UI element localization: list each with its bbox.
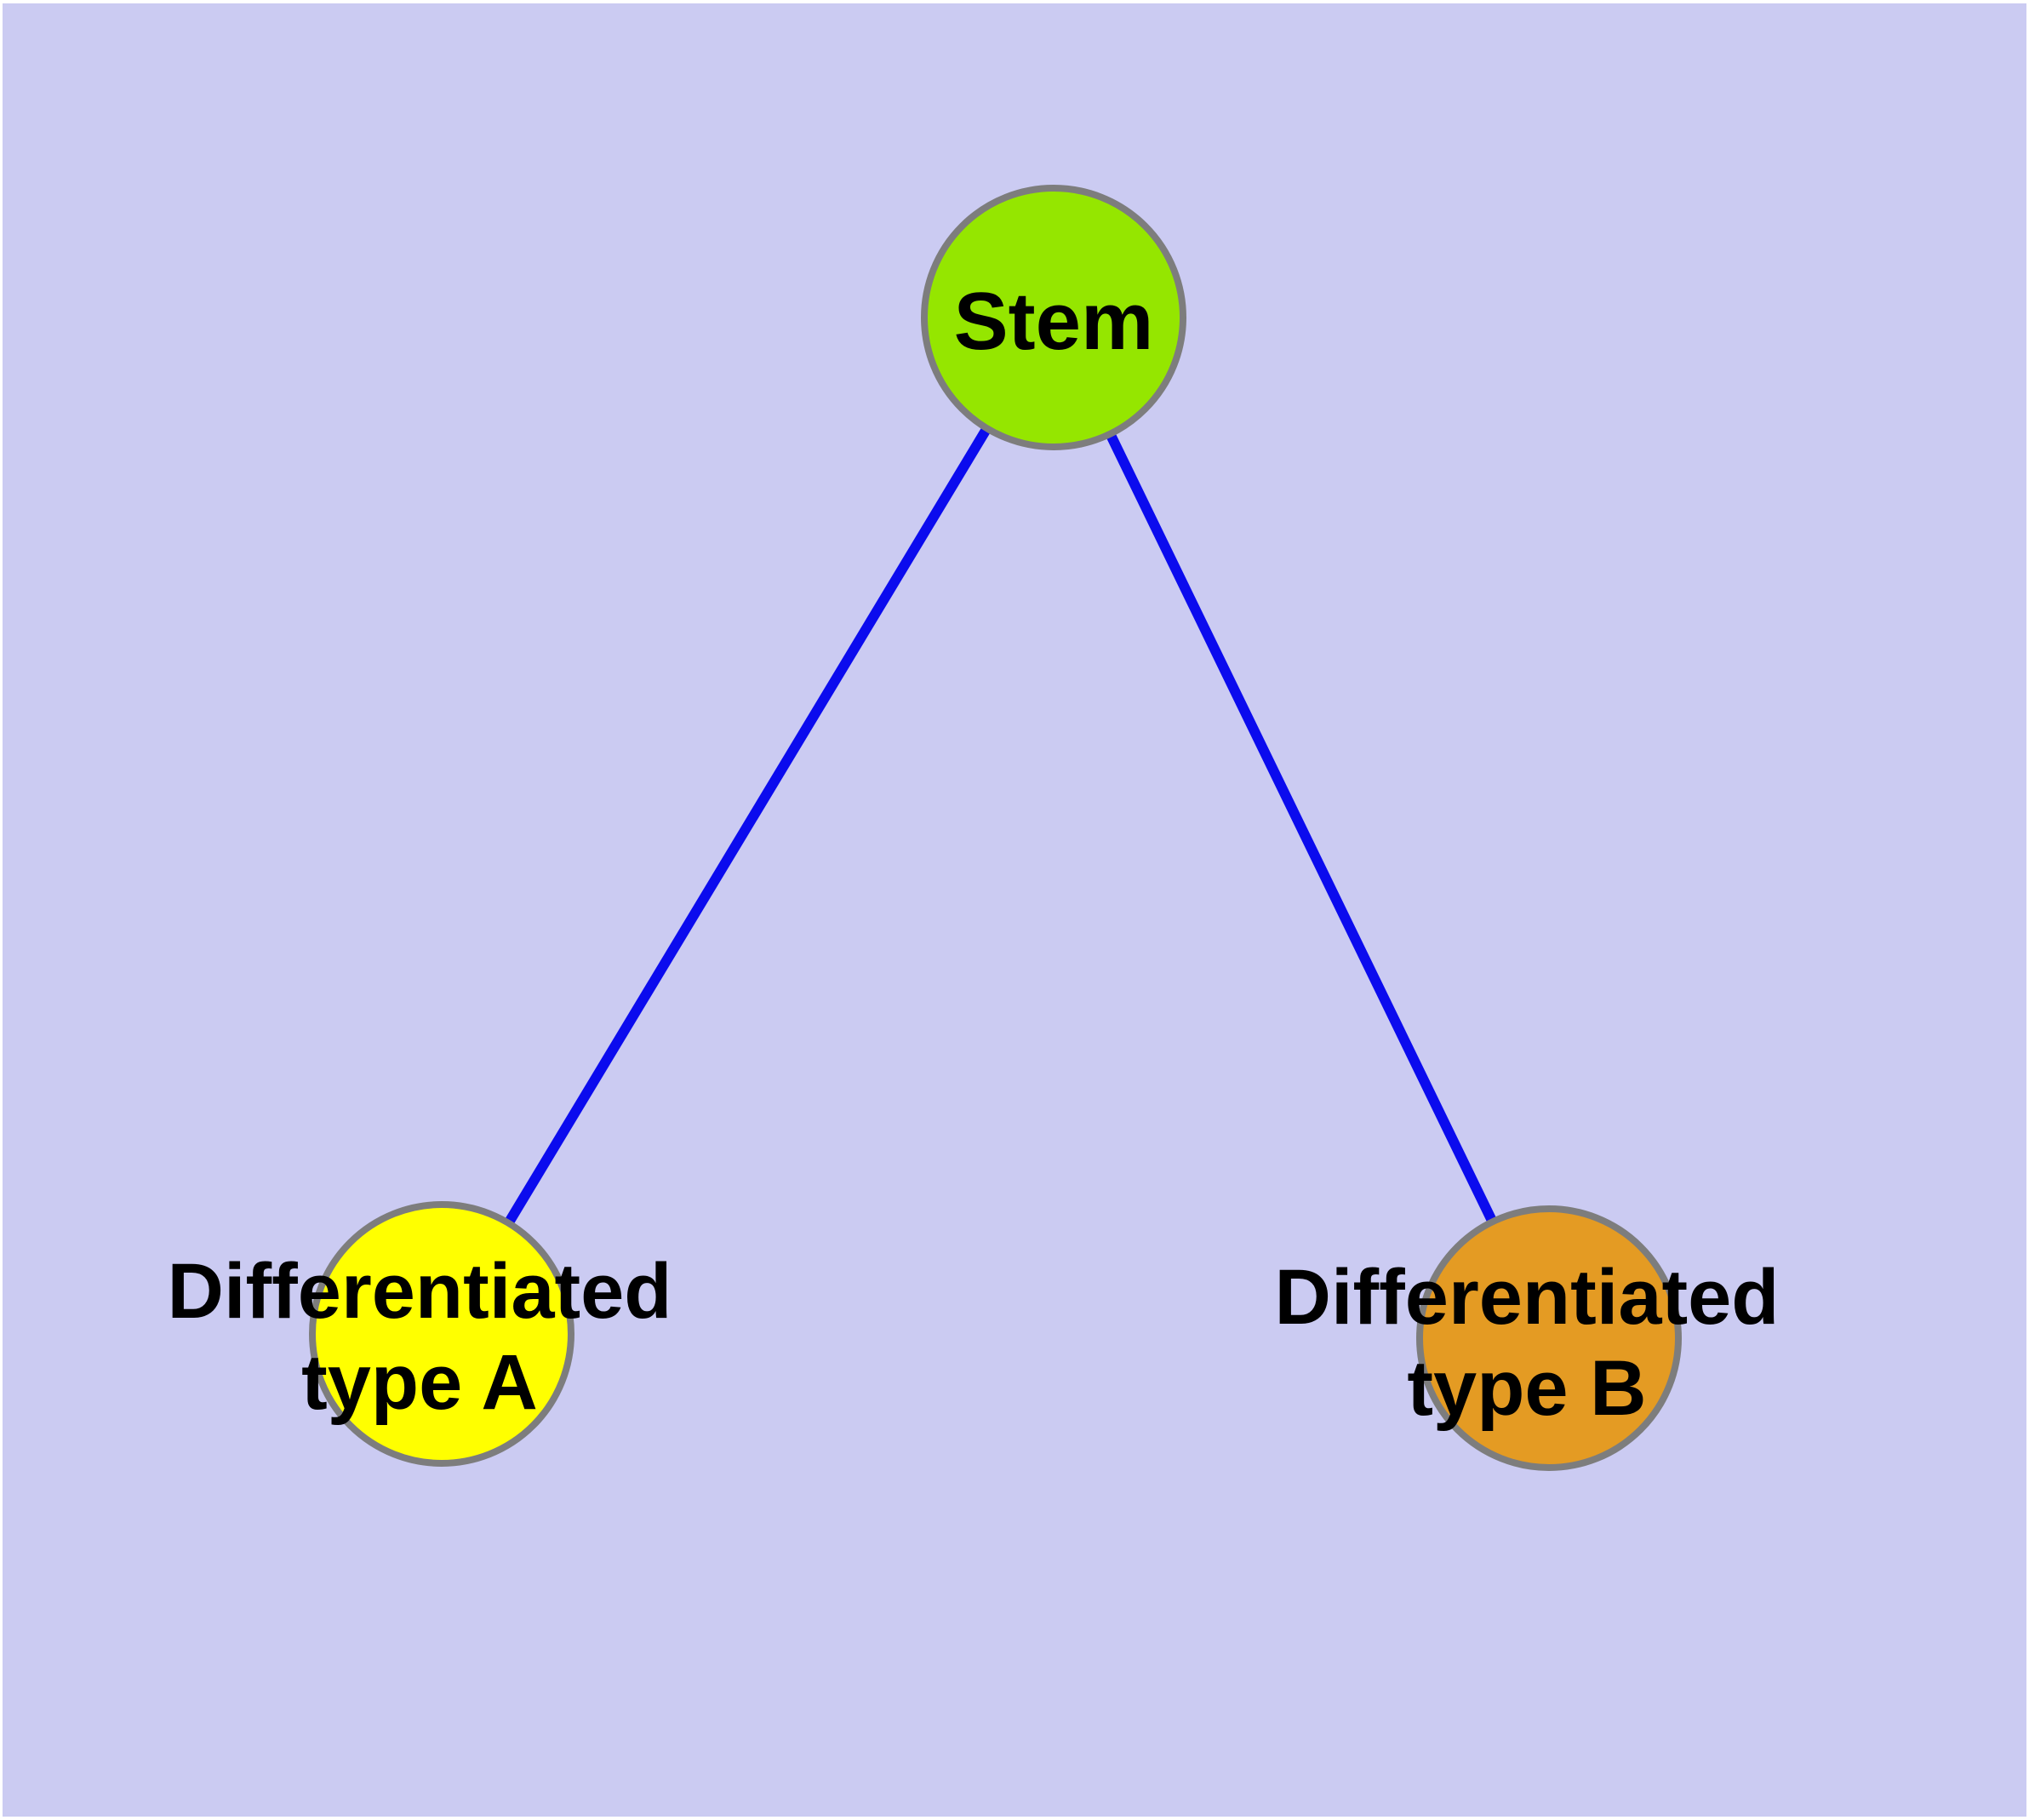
node-differentiated-type-b-circle [1416, 1205, 1682, 1471]
edge-stem-to-type-a [437, 314, 1059, 1337]
node-differentiated-type-b: Differentiated type B [1275, 1205, 1780, 1471]
node-differentiated-type-b-label-line1: Differentiated [1275, 1254, 1780, 1341]
node-stem: Stem [921, 185, 1186, 450]
node-differentiated-type-a: Differentiated type A [168, 1201, 672, 1467]
node-differentiated-type-a-label-line2: type A [301, 1339, 538, 1426]
node-differentiated-type-a-circle [309, 1201, 574, 1467]
node-differentiated-type-a-label-line1: Differentiated [168, 1248, 672, 1335]
edge-stem-to-type-b [1049, 315, 1554, 1341]
node-stem-circle [921, 185, 1186, 450]
node-stem-label: Stem [954, 276, 1154, 367]
node-differentiated-type-b-label-line2: type B [1407, 1345, 1646, 1432]
